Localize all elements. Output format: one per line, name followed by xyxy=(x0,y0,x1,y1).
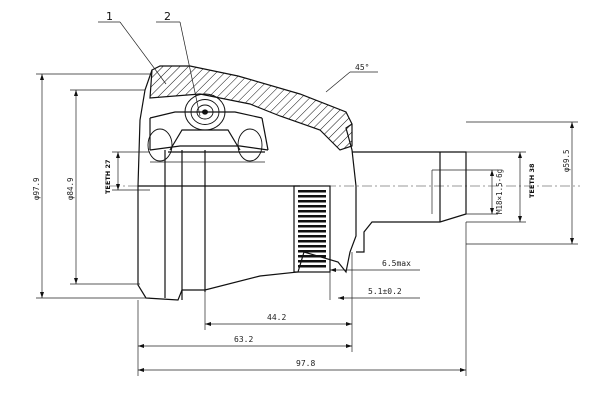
arrowhead xyxy=(570,122,574,128)
abs-tooth xyxy=(298,215,326,218)
arrowhead xyxy=(518,152,522,158)
arrowhead xyxy=(490,208,494,214)
inner-race xyxy=(169,129,241,151)
arrowhead xyxy=(490,170,494,176)
abs-tooth xyxy=(298,220,326,223)
arrowhead xyxy=(116,184,120,190)
abs-tooth xyxy=(298,225,326,228)
abs-tooth xyxy=(298,205,326,208)
abs-tooth xyxy=(298,235,326,238)
dimension-arrows xyxy=(40,74,574,372)
arrowhead xyxy=(74,90,78,96)
arrowhead xyxy=(518,216,522,222)
arrowhead xyxy=(570,238,574,244)
housing-section xyxy=(149,65,353,151)
abs-tooth xyxy=(298,245,326,248)
arrowhead xyxy=(330,268,336,272)
outer-diameter-label: φ97.9 xyxy=(32,177,41,200)
shaft-diameter-label: φ59.5 xyxy=(562,149,571,172)
inner-diameter-label: φ84.9 xyxy=(66,177,75,200)
abs-tooth xyxy=(298,260,326,263)
arrowhead xyxy=(138,344,144,348)
cage-right xyxy=(261,117,269,151)
abs-tooth xyxy=(298,200,326,203)
arrowhead xyxy=(346,344,352,348)
teeth-inner-label: TEETH 27 xyxy=(104,160,112,195)
abs-tooth xyxy=(298,230,326,233)
ring-width-label: 6.5max xyxy=(382,259,411,268)
arrowhead xyxy=(205,322,211,326)
abs-ring-teeth xyxy=(298,190,326,268)
callout-1-number: 1 xyxy=(106,10,113,23)
abs-tooth xyxy=(298,210,326,213)
len-1-label: 44.2 xyxy=(267,313,286,322)
abs-tooth xyxy=(298,190,326,193)
arrowhead xyxy=(40,292,44,298)
teeth-outer-label: TEETH 38 xyxy=(528,163,536,198)
housing-outline xyxy=(137,69,357,301)
abs-ring xyxy=(293,185,331,273)
abs-tooth xyxy=(298,195,326,198)
arrowhead xyxy=(138,368,144,372)
abs-tooth xyxy=(298,250,326,253)
callout-2-number: 2 xyxy=(164,10,171,23)
cage-bottom xyxy=(149,145,269,151)
thread-label: M18×1.5-6g xyxy=(495,169,504,214)
len-3-label: 97.8 xyxy=(296,359,315,368)
callout-2-leader xyxy=(179,21,201,117)
arrowhead xyxy=(116,152,120,158)
shaft-offset-label: 5.1±0.2 xyxy=(368,287,402,296)
race-right-arc xyxy=(237,128,263,162)
race-left-arc xyxy=(147,128,173,162)
arrowhead xyxy=(338,296,344,300)
arrowhead xyxy=(74,278,78,284)
callout-1-leader xyxy=(119,21,167,85)
chamfer-leader xyxy=(325,71,351,93)
arrowhead xyxy=(40,74,44,80)
chamfer-label: 45° xyxy=(355,63,369,72)
abs-tooth xyxy=(298,265,326,268)
abs-tooth xyxy=(298,240,326,243)
arrowhead xyxy=(346,322,352,326)
arrowhead xyxy=(460,368,466,372)
cage-top xyxy=(149,111,263,119)
abs-tooth xyxy=(298,255,326,258)
len-2-label: 63.2 xyxy=(234,335,253,344)
shaft-outline xyxy=(352,151,467,253)
